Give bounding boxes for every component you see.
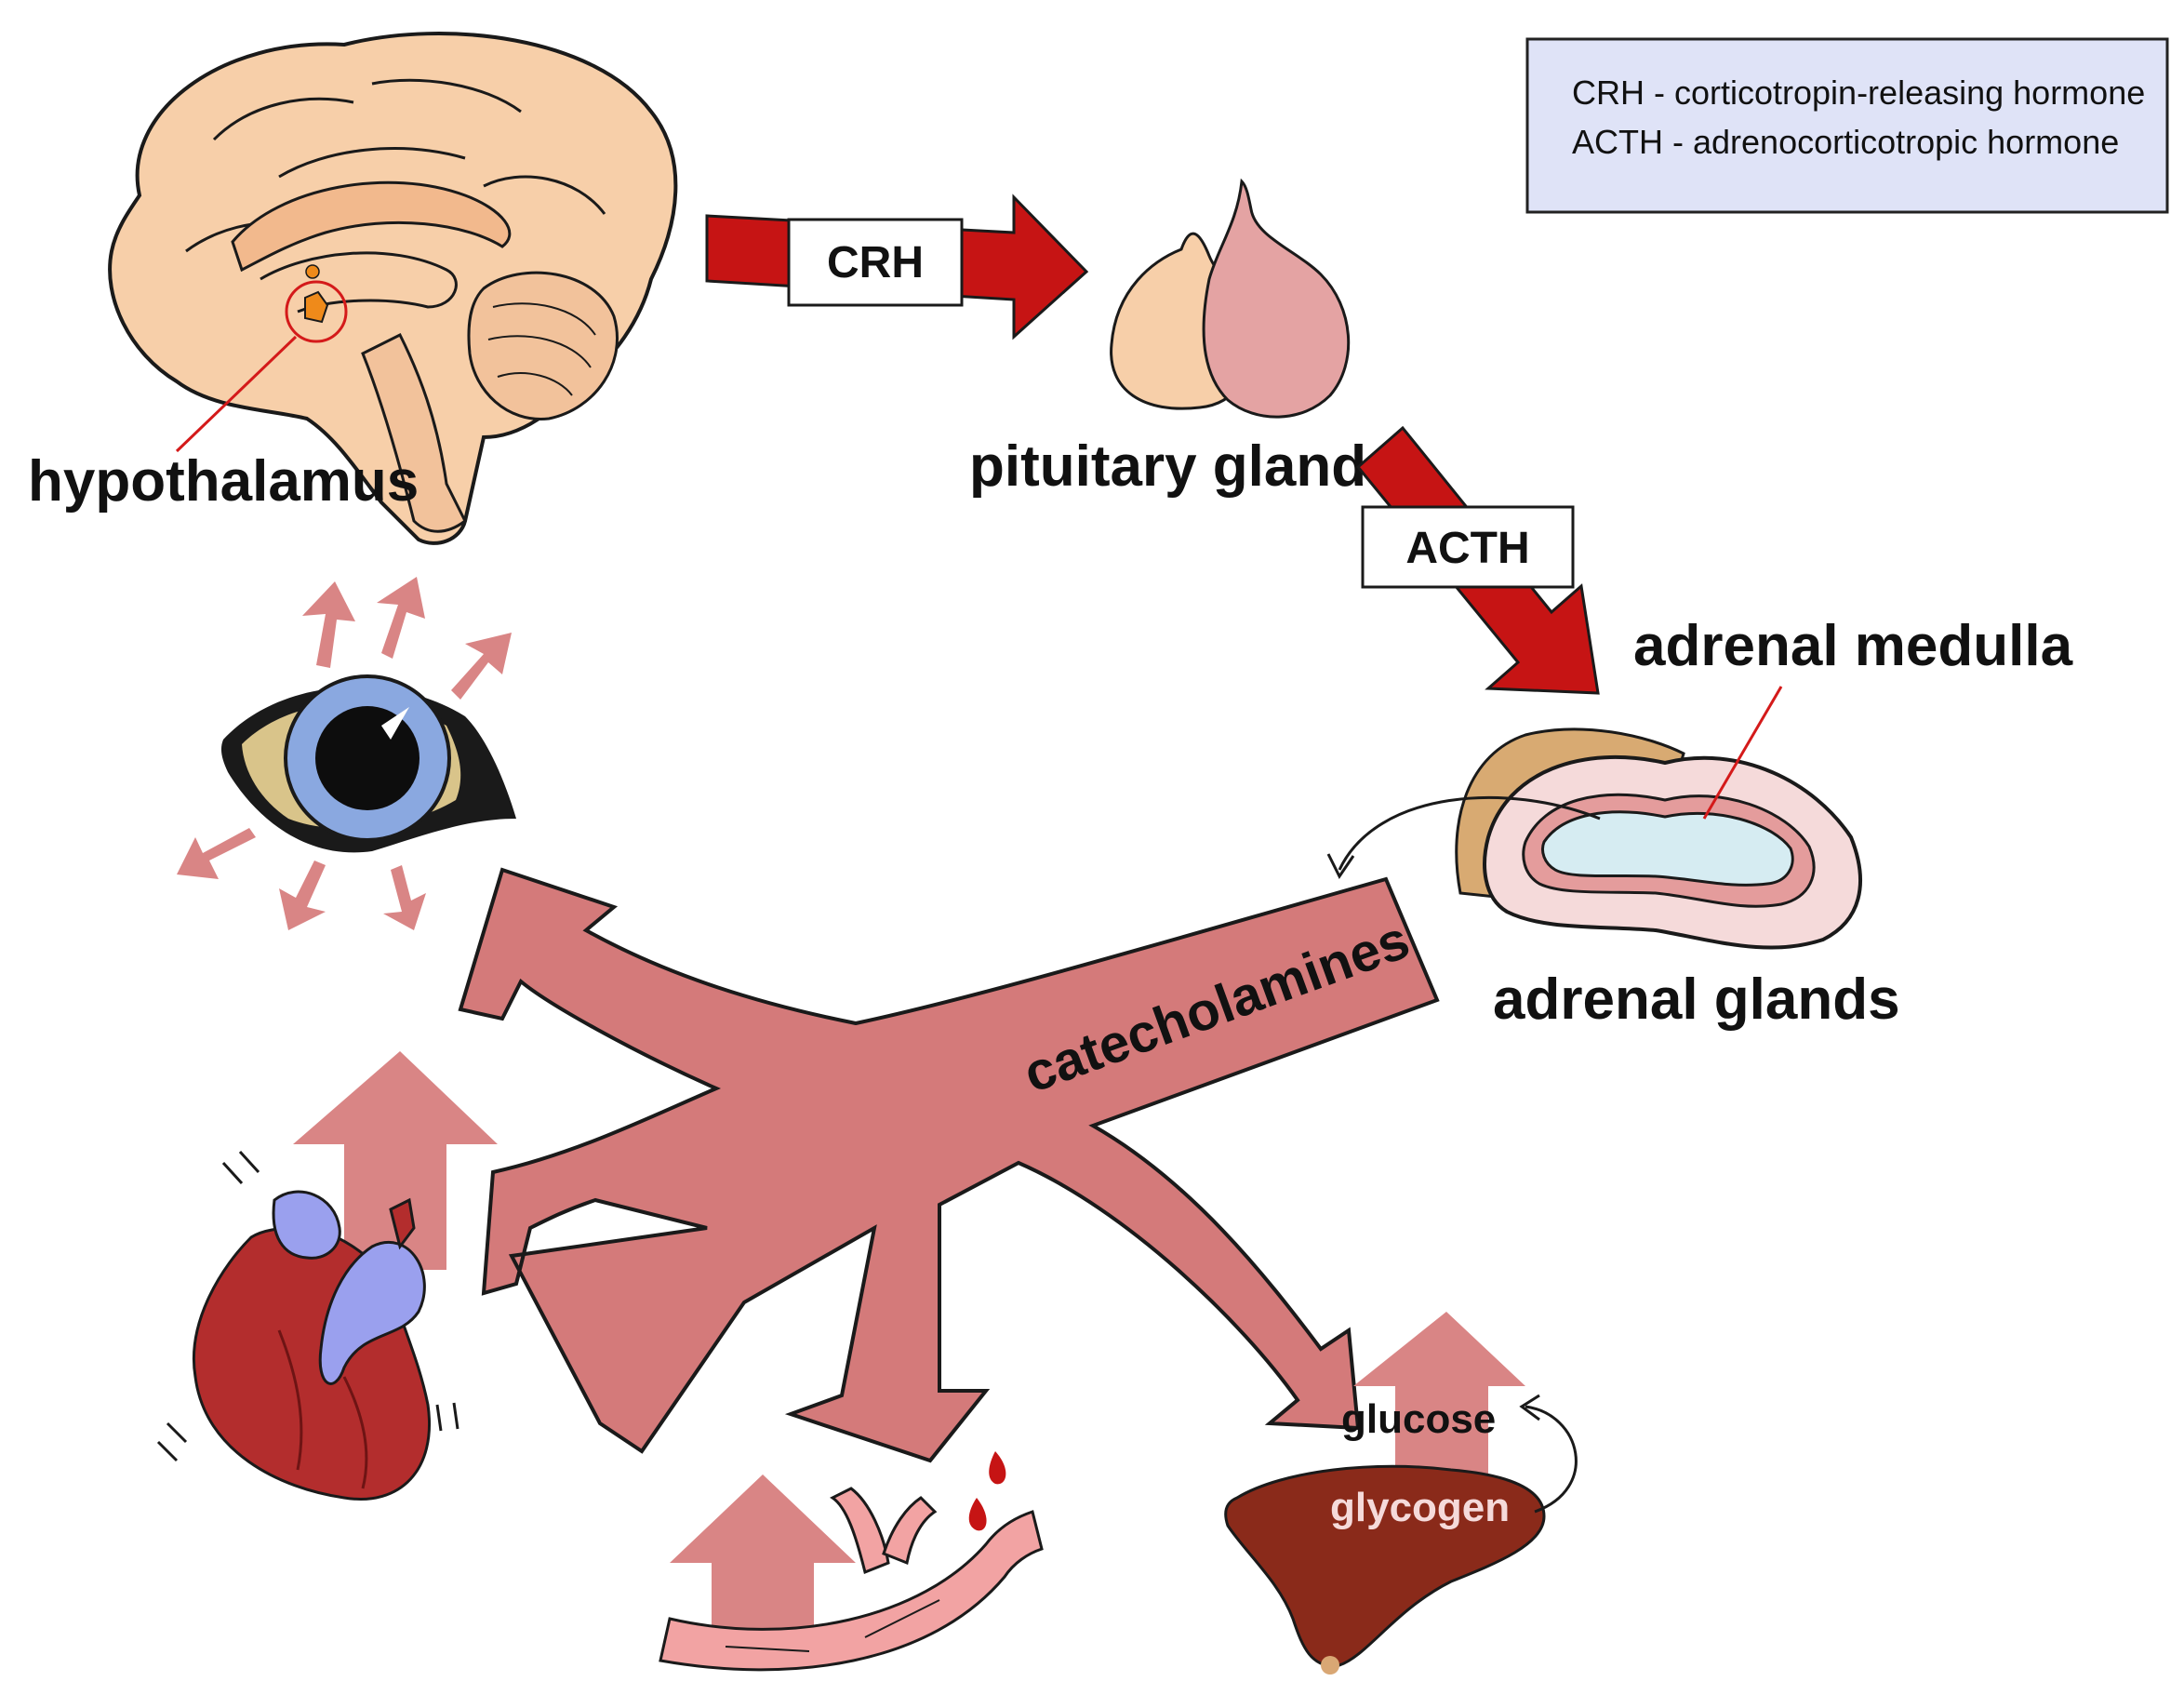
label-glycogen: glycogen [1330, 1485, 1510, 1530]
liver-icon [1224, 1464, 1546, 1675]
label-adrenal-glands: adrenal glands [1493, 967, 1900, 1032]
brain-icon [108, 32, 678, 545]
catecholamine-arrows: catecholamines [458, 867, 1440, 1463]
label-glucose: glucose [1341, 1396, 1496, 1442]
label-pituitary-gland: pituitary gland [969, 434, 1366, 499]
blood-vessel-icon [659, 1451, 1044, 1672]
heart-rate-arrow [293, 1051, 498, 1270]
eye-icon [220, 674, 516, 853]
heart-icon [156, 1150, 459, 1501]
feedback-curve-arrow [1338, 795, 1601, 871]
glucose-arrow [1353, 1312, 1525, 1479]
hypothalamus-pointer [175, 335, 298, 453]
label-hypothalamus: hypothalamus [28, 449, 419, 514]
label-adrenal-medulla: adrenal medulla [1633, 614, 2073, 678]
crh-arrow: CRH [705, 193, 1089, 340]
blood-flow-arrow [670, 1474, 856, 1637]
legend-line-crh: CRH - corticotropin-releasing hormone [1572, 73, 2145, 112]
glycogen-curve-arrow [1525, 1405, 1578, 1514]
legend-line-acth: ACTH - adrenocorticotropic hormone [1572, 123, 2119, 161]
acth-arrow: ACTH [1355, 425, 1600, 695]
acth-label: ACTH [1405, 524, 1529, 573]
legend: CRH - corticotropin-releasing hormone AC… [1525, 37, 2169, 214]
pupil-dilation-arrows [177, 577, 512, 930]
crh-label: CRH [827, 238, 924, 287]
pituitary-gland-icon [1110, 178, 1351, 419]
adrenal-gland-icon [1455, 686, 1862, 950]
